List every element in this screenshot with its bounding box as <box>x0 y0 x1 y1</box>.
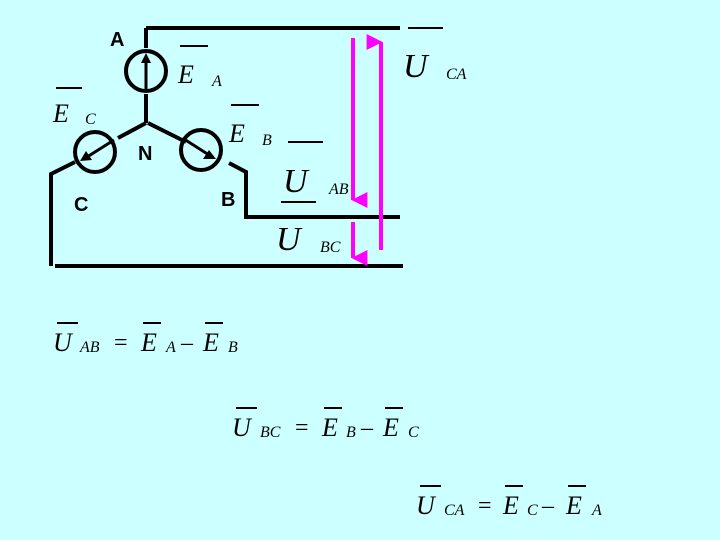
label-ec-symbol: E <box>52 99 69 128</box>
node-a-label: A <box>110 29 124 51</box>
source-a-arrow-icon <box>141 53 151 89</box>
label-uca: U CA <box>403 27 467 85</box>
source-a <box>124 49 168 93</box>
label-eb: E B <box>228 104 272 149</box>
source-b-circle <box>179 128 223 172</box>
wire-neutral-to-b <box>147 121 187 144</box>
eq3-term1-sub: C <box>527 502 538 519</box>
source-b <box>179 128 223 172</box>
eq2-equals: = <box>295 415 309 441</box>
wires <box>49 26 403 268</box>
eq2-minus: – <box>360 415 374 441</box>
eq3-lhs: U <box>416 491 437 520</box>
label-uca-sub: CA <box>446 66 467 83</box>
label-ubc-sub: BC <box>320 239 341 256</box>
label-ea-sub: A <box>211 73 222 90</box>
equation-uca: U CA = E C – E A <box>416 485 602 520</box>
label-uab: U AB <box>283 141 349 200</box>
wire-a <box>144 26 400 48</box>
source-a-circle <box>124 49 168 93</box>
equation-ubc: U BC = E B – E C <box>232 407 419 442</box>
label-eb-sub: B <box>262 132 272 149</box>
eq2-term2-sub: C <box>408 424 419 441</box>
node-n-label: N <box>138 143 152 165</box>
label-ea-symbol: E <box>177 60 194 89</box>
label-ubc: U BC <box>276 201 341 258</box>
label-ubc-symbol: U <box>276 221 303 258</box>
source-c-arrow-icon <box>80 138 115 161</box>
eq2-term1: E <box>321 413 338 442</box>
equation-uab: U AB = E A – E B <box>53 322 238 357</box>
label-uab-sub: AB <box>328 181 349 198</box>
eq2-term2: E <box>382 413 399 442</box>
eq1-equals: = <box>114 330 128 356</box>
eq2-lhs: U <box>232 413 253 442</box>
source-c-circle <box>73 130 117 174</box>
eq3-equals: = <box>478 493 492 519</box>
eq1-lhs: U <box>53 328 74 357</box>
eq1-minus: – <box>180 330 194 356</box>
wire-c <box>49 160 403 268</box>
wire-b <box>228 161 400 219</box>
eq1-term2-sub: B <box>228 339 238 356</box>
eq3-minus: – <box>541 493 555 519</box>
eq1-term1: E <box>140 328 157 357</box>
source-b-arrow-icon <box>183 137 216 159</box>
node-c-label: C <box>74 194 88 216</box>
eq3-term2: E <box>565 491 582 520</box>
eq2-lhs-sub: BC <box>260 424 281 441</box>
label-ea: E A <box>177 45 222 90</box>
eq3-term1: E <box>502 491 519 520</box>
label-uca-symbol: U <box>403 48 430 85</box>
wire-neutral-to-c <box>117 121 147 140</box>
voltage-arrows <box>351 34 383 266</box>
node-b-label: B <box>221 189 235 211</box>
label-ec: E C <box>52 87 96 128</box>
eq1-term2: E <box>202 328 219 357</box>
eq2-term1-sub: B <box>346 424 356 441</box>
source-c <box>73 130 117 174</box>
label-ec-sub: C <box>85 111 96 128</box>
label-uab-symbol: U <box>283 163 310 200</box>
eq1-term1-sub: A <box>165 339 176 356</box>
eq1-lhs-sub: AB <box>79 339 100 356</box>
label-eb-symbol: E <box>228 119 245 148</box>
eq3-lhs-sub: CA <box>444 502 465 519</box>
eq3-term2-sub: A <box>591 502 602 519</box>
